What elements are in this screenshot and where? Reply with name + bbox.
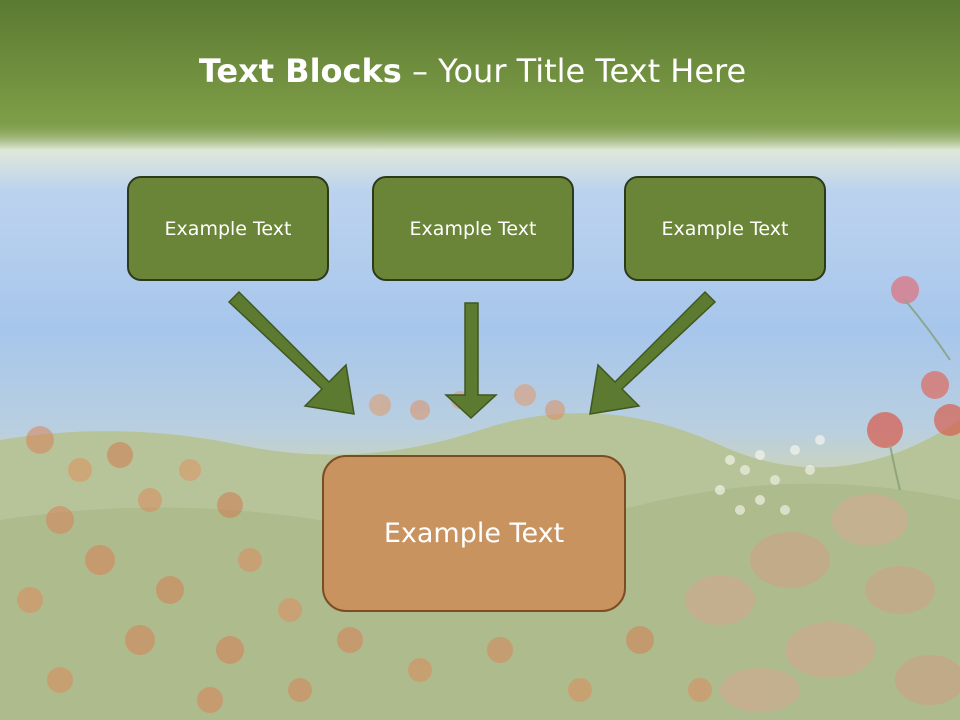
text-box-bottom[interactable]: Example Text — [322, 455, 626, 612]
text-box-bottom-label: Example Text — [383, 518, 565, 549]
title-rest: Your Title Text Here — [438, 52, 747, 90]
arrow-center-icon — [444, 302, 498, 420]
arrow-left-icon — [227, 290, 355, 415]
title-bold-part: Text Blocks — [198, 52, 402, 90]
arrow-right-icon — [589, 290, 717, 415]
title-bar-background — [0, 0, 960, 150]
text-box-top-right-label: Example Text — [661, 217, 789, 240]
text-box-top-left[interactable]: Example Text — [127, 176, 329, 281]
text-box-top-left-label: Example Text — [164, 217, 292, 240]
text-box-top-center-label: Example Text — [409, 217, 537, 240]
slide-title: Text Blocks – Your Title Text Here — [0, 52, 945, 90]
title-dash: – — [411, 52, 428, 90]
text-box-top-center[interactable]: Example Text — [372, 176, 574, 281]
text-box-top-right[interactable]: Example Text — [624, 176, 826, 281]
